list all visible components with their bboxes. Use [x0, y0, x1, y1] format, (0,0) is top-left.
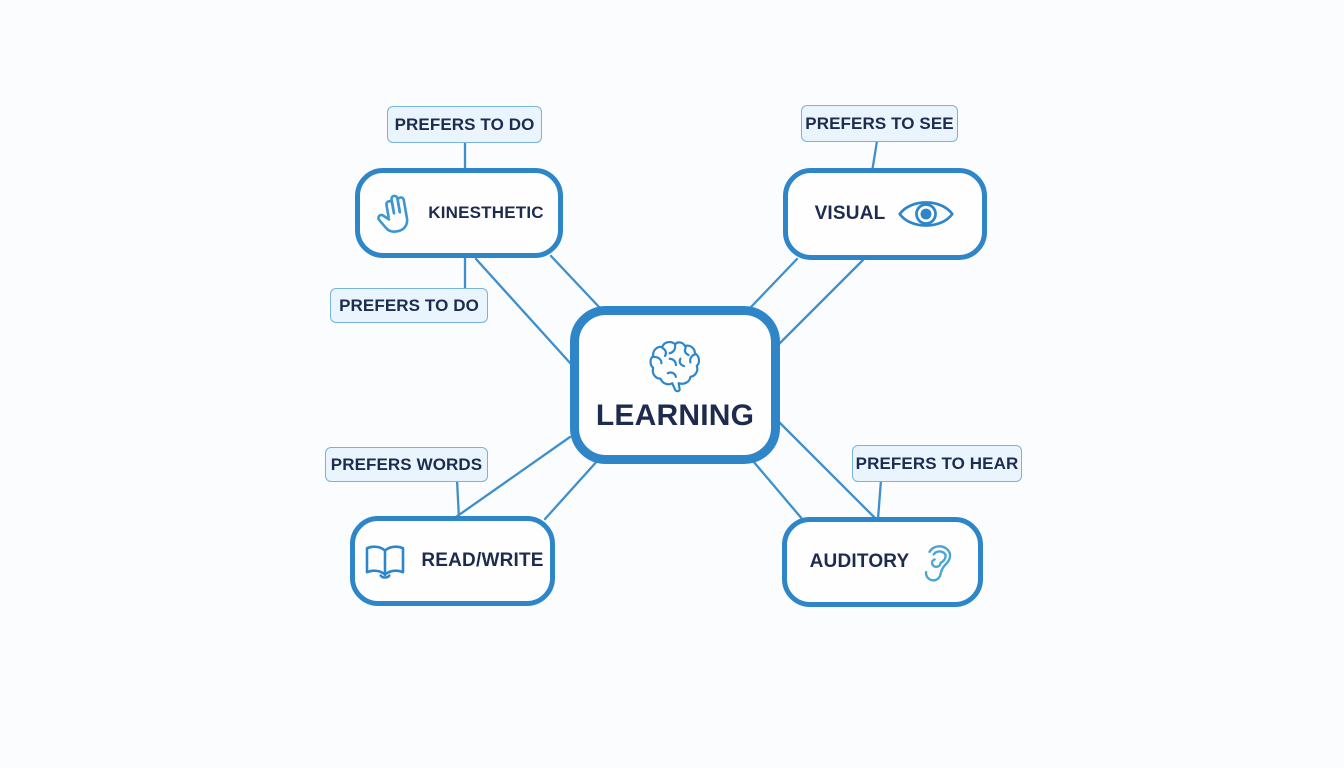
book-icon: [366, 545, 405, 579]
node-learning-label: LEARNING: [595, 399, 755, 432]
tag-label: PREFERS WORDS: [330, 454, 483, 474]
node-kinesthetic-label: KINESTHETIC: [428, 203, 544, 222]
node-visual: VISUAL: [783, 168, 987, 260]
tag-prefers-to-see: PREFERS TO SEE: [801, 105, 958, 142]
node-readwrite-label: READ/WRITE: [421, 550, 544, 571]
tag-prefers-to-do-top: PREFERS TO DO: [387, 106, 542, 143]
ear-icon: [925, 545, 952, 582]
brain-icon: [649, 340, 701, 393]
node-readwrite: READ/WRITE: [350, 516, 555, 606]
tag-label: PREFERS TO DO: [339, 295, 479, 315]
hand-icon: [377, 194, 409, 233]
node-auditory-label: AUDITORY: [809, 551, 910, 572]
eye-icon: [898, 201, 955, 227]
node-auditory: AUDITORY: [782, 517, 983, 607]
node-kinesthetic: KINESTHETIC: [355, 168, 563, 258]
tag-prefers-to-do-bottom: PREFERS TO DO: [330, 288, 488, 323]
node-visual-label: VISUAL: [814, 203, 886, 224]
node-learning: LEARNING: [570, 306, 780, 464]
tag-label: PREFERS TO HEAR: [855, 453, 1019, 473]
tag-label: PREFERS TO DO: [394, 114, 535, 134]
tag-prefers-words: PREFERS WORDS: [325, 447, 488, 482]
tag-prefers-to-hear: PREFERS TO HEAR: [852, 445, 1022, 482]
tag-label: PREFERS TO SEE: [805, 113, 954, 133]
